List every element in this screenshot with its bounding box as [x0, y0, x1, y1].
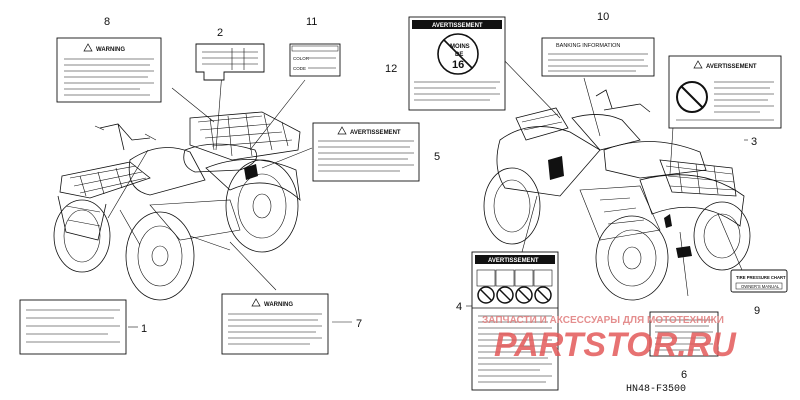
callout-1: 1	[141, 323, 147, 335]
diagram-code: HN48-F3500	[626, 384, 686, 395]
info-10-text: BANKING INFORMATION	[556, 43, 620, 49]
tire-9-text-2: OWNER'S MANUAL	[741, 284, 780, 289]
warning-7-text: WARNING	[264, 302, 293, 308]
callout-4: 4	[456, 301, 462, 313]
label-2-sticker	[195, 43, 265, 81]
label-6-sticker	[649, 311, 719, 357]
label-8-warning: WARNING	[56, 37, 162, 103]
leader-lines	[107, 55, 748, 328]
label-7-warning: WARNING	[221, 293, 329, 355]
avert-12-text: AVERTISSEMENT	[432, 23, 483, 29]
label-9-tire-pressure: TIRE PRESSURE CHART OWNER'S MANUAL	[730, 269, 788, 293]
label-4-avertissement: AVERTISSEMENT	[471, 251, 559, 391]
callout-5: 5	[434, 151, 440, 163]
label-11-color-code: COLOR CODE	[289, 43, 341, 77]
tire-9-text-1: TIRE PRESSURE CHART	[736, 275, 786, 280]
avert-4-text: AVERTISSEMENT	[488, 258, 539, 264]
label-12-age-warning: AVERTISSEMENT MOINS DE 16	[408, 16, 506, 111]
label-5-avertissement: AVERTISSEMENT	[312, 122, 420, 182]
avert-3-text: AVERTISSEMENT	[706, 64, 757, 70]
color-11-text-a: COLOR	[293, 56, 310, 61]
callout-6: 6	[681, 369, 687, 381]
label-3-avertissement: AVERTISSEMENT	[668, 55, 782, 129]
callout-10: 10	[597, 11, 609, 23]
atv-left-illustration	[53, 111, 301, 301]
age-12-text-1: MOINS	[450, 44, 470, 50]
age-12-text-3: 16	[452, 59, 464, 71]
callout-11: 11	[306, 16, 317, 28]
label-1-sticker	[19, 299, 127, 355]
callout-2: 2	[217, 27, 223, 39]
watermark: ЗАПЧАСТИ И АКСЕССУАРЫ ДЛЯ МОТОТЕХНИКИ PA…	[482, 315, 737, 364]
callout-8: 8	[104, 16, 110, 28]
prohibition-icons	[476, 269, 553, 304]
warning-8-text: WARNING	[96, 47, 125, 53]
color-11-text-b: CODE	[293, 66, 306, 71]
callout-numbers: 1 2 3 4 5 6 7 8 9 10 11 12	[104, 11, 760, 381]
watermark-line1: ЗАПЧАСТИ И АКСЕССУАРЫ ДЛЯ МОТОТЕХНИКИ	[482, 315, 724, 326]
callout-3: 3	[751, 136, 757, 148]
callout-12: 12	[385, 63, 397, 75]
watermark-line2: PARTSTOR.RU	[494, 326, 737, 364]
callout-9: 9	[754, 305, 760, 317]
avert-5-text: AVERTISSEMENT	[350, 130, 401, 136]
callout-7: 7	[356, 318, 362, 330]
label-10-info: BANKING INFORMATION	[541, 37, 655, 77]
age-12-text-2: DE	[455, 52, 463, 58]
atv-right-illustration	[483, 89, 751, 301]
